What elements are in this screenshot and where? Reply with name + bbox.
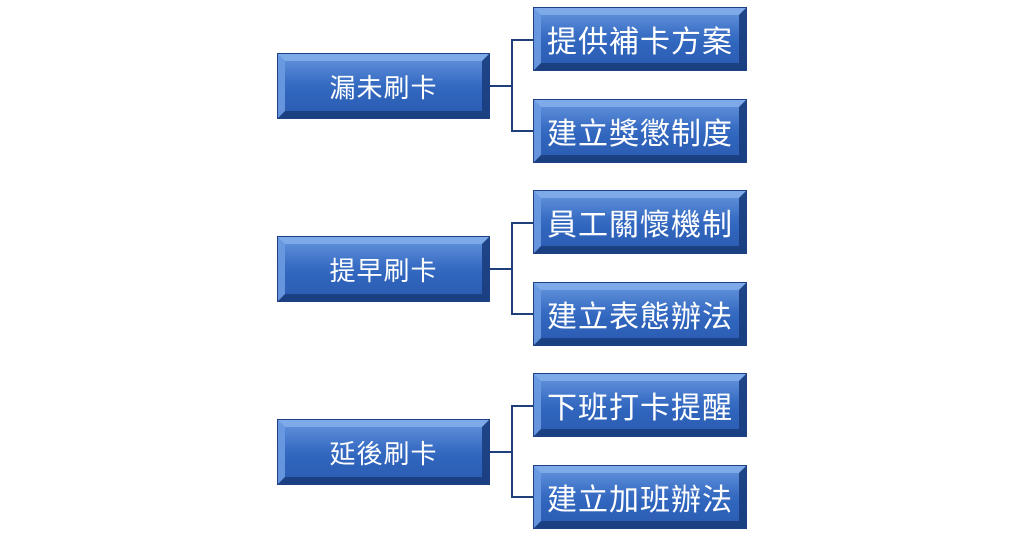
node-label: 漏未刷卡	[329, 73, 438, 104]
node-missed-punch: 漏未刷卡	[277, 53, 490, 119]
connector-group-2	[490, 222, 535, 315]
node-make-up-punch-plan: 提供補卡方案	[533, 7, 747, 71]
node-label: 員工關懷機制	[547, 208, 733, 243]
node-clock-out-reminder: 下班打卡提醒	[533, 373, 747, 437]
node-employee-care: 員工關懷機制	[533, 190, 747, 254]
node-label: 延後刷卡	[329, 439, 438, 470]
node-label: 下班打卡提醒	[547, 391, 733, 426]
node-reward-penalty-system: 建立獎懲制度	[533, 99, 747, 163]
node-label: 提供補卡方案	[547, 25, 733, 60]
node-label: 建立表態辦法	[547, 300, 733, 335]
node-label: 建立加班辦法	[547, 483, 733, 518]
node-attitude-method: 建立表態辦法	[533, 282, 747, 346]
connector-group-3	[490, 405, 535, 498]
connector-group-1	[490, 39, 535, 132]
node-late-punch: 延後刷卡	[277, 419, 490, 485]
node-early-punch: 提早刷卡	[277, 236, 490, 302]
node-label: 建立獎懲制度	[547, 117, 733, 152]
node-overtime-method: 建立加班辦法	[533, 465, 747, 529]
node-label: 提早刷卡	[329, 256, 438, 287]
